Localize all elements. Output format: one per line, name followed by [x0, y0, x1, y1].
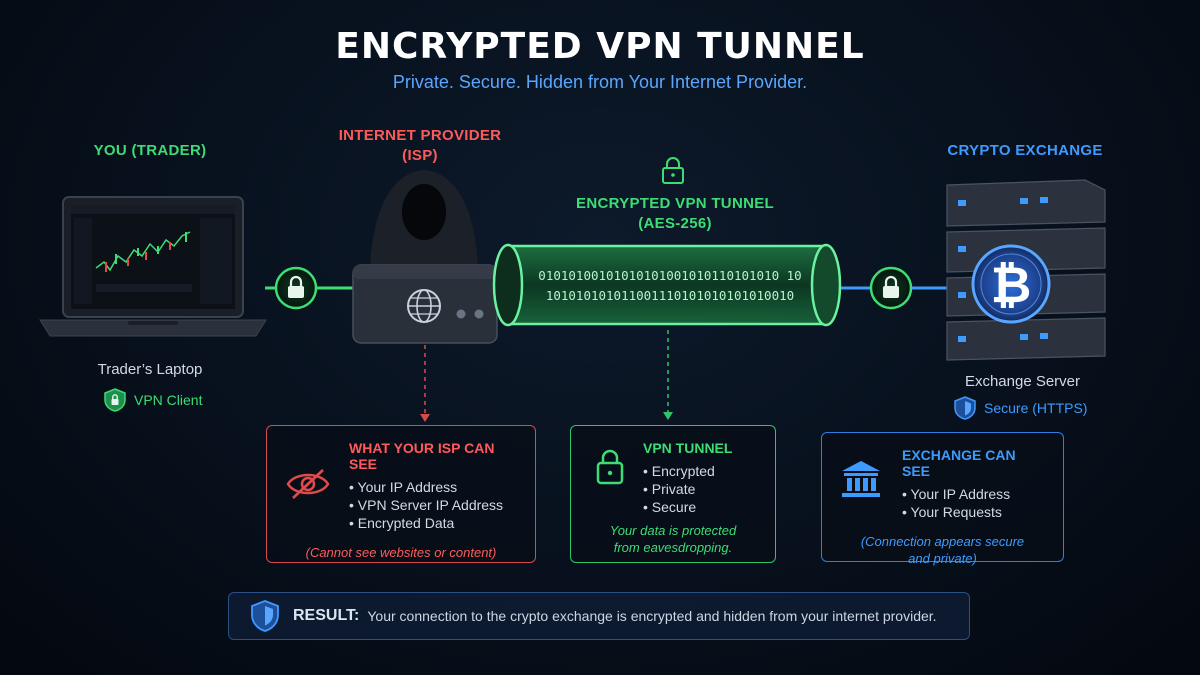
list-item: Encrypted — [643, 462, 759, 480]
vpn-client-badge: VPN Client — [104, 388, 202, 412]
bitcoin-icon: ₿ — [971, 244, 1051, 324]
vpn-tunnel-pipe — [492, 243, 842, 327]
shield-icon — [954, 396, 976, 420]
exchange-box-title: EXCHANGE CAN SEE — [902, 447, 1016, 479]
shield-lock-icon — [104, 388, 126, 412]
vpn-tunnel-box: VPN TUNNEL Encrypted Private Secure Your… — [570, 425, 776, 563]
laptop-label: Trader’s Laptop — [97, 361, 203, 378]
exchange-box-list: Your IP Address Your Requests — [902, 485, 1047, 521]
exchange-box-note-line1: (Connection appears secure — [860, 534, 1025, 549]
list-item: Encrypted Data — [349, 514, 519, 532]
laptop-icon — [39, 196, 267, 337]
https-label: Secure (HTTPS) — [984, 400, 1088, 416]
exchange-lock-node — [869, 266, 913, 310]
tunnel-drop-arrow — [663, 412, 673, 420]
isp-drop-arrow — [420, 414, 430, 422]
vpn-box-note-line1: Your data is protected — [609, 523, 737, 538]
list-item: VPN Server IP Address — [349, 496, 519, 514]
isp-heading: INTERNET PROVIDER (ISP) — [310, 126, 530, 166]
tunnel-heading-line1: ENCRYPTED VPN TUNNEL — [576, 195, 774, 212]
hacker-figure-icon — [370, 170, 478, 270]
tunnel-lock-icon — [662, 157, 684, 184]
trader-heading: YOU (TRADER) — [93, 142, 207, 159]
bank-icon — [842, 461, 880, 497]
isp-router-icon — [352, 264, 498, 344]
shield-check-icon — [251, 600, 279, 632]
lock-icon — [596, 449, 624, 485]
exchange-box-note-line2: and private) — [908, 551, 977, 566]
isp-heading-line2: (ISP) — [402, 147, 438, 164]
vpn-box-note: Your data is protected from eavesdroppin… — [587, 522, 759, 556]
exchange-heading: CRYPTO EXCHANGE — [947, 142, 1103, 159]
page-subtitle: Private. Secure. Hidden from Your Intern… — [392, 72, 808, 92]
server-label: Exchange Server — [964, 373, 1081, 390]
exchange-box-note: (Connection appears secure and private) — [838, 533, 1047, 567]
list-item: Private — [643, 480, 759, 498]
list-item: Your IP Address — [902, 485, 1047, 503]
isp-visibility-box: WHAT YOUR ISP CAN SEE Your IP Address VP… — [266, 425, 536, 563]
vpn-box-list: Encrypted Private Secure — [643, 462, 759, 516]
svg-text:₿: ₿ — [991, 256, 1032, 314]
bits-line-2: 101010101011001110101010101010010 — [545, 288, 795, 303]
list-item: Your IP Address — [349, 478, 519, 496]
vpn-box-note-line2: from eavesdropping. — [613, 540, 733, 555]
result-label: RESULT: — [293, 607, 360, 624]
page-title: ENCRYPTED VPN TUNNEL — [335, 26, 865, 67]
result-text: Your connection to the crypto exchange i… — [367, 608, 937, 624]
https-badge: Secure (HTTPS) — [954, 396, 1087, 420]
eye-slash-icon — [286, 468, 330, 500]
vpn-box-title: VPN TUNNEL — [643, 440, 733, 456]
laptop-lock-node — [274, 266, 318, 310]
list-item: Secure — [643, 498, 759, 516]
exchange-visibility-box: EXCHANGE CAN SEE Your IP Address Your Re… — [821, 432, 1064, 566]
isp-box-note: (Cannot see websites or content) — [305, 545, 497, 560]
isp-heading-line1: INTERNET PROVIDER — [338, 127, 502, 144]
isp-box-title: WHAT YOUR ISP CAN SEE — [349, 440, 495, 472]
isp-box-list: Your IP Address VPN Server IP Address En… — [349, 478, 519, 532]
list-item: Your Requests — [902, 503, 1047, 521]
tunnel-heading-line2: (AES-256) — [638, 215, 712, 232]
result-banner: RESULT: Your connection to the crypto ex… — [228, 592, 970, 640]
encrypted-bits: 01010100101010101001010110101010 10 1010… — [530, 266, 810, 306]
vpn-client-label: VPN Client — [134, 392, 203, 408]
tunnel-heading: ENCRYPTED VPN TUNNEL (AES-256) — [560, 194, 790, 234]
bits-line-1: 01010100101010101001010110101010 10 — [538, 268, 802, 283]
